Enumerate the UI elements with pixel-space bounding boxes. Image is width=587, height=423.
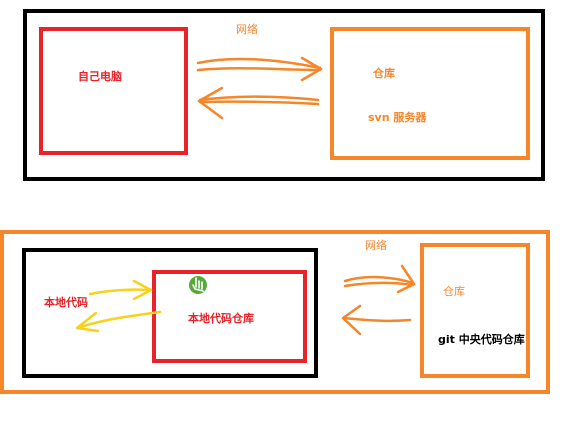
bottom-arrow-to-local-repo-remote <box>341 304 412 336</box>
bottom-arrow-to-local-code <box>75 310 162 333</box>
local-repo-label: 本地代码仓库 <box>188 312 254 325</box>
top-arrow-to-server <box>196 56 323 82</box>
svn-server-label: svn 服务器 <box>368 111 427 124</box>
top-network-label: 网络 <box>236 23 258 36</box>
repo-label: 仓库 <box>373 67 395 80</box>
remote-repo-label: 仓库 <box>443 285 465 298</box>
svn-server-box <box>330 27 530 160</box>
central-repo-label: git 中央代码仓库 <box>438 333 525 346</box>
local-repo-box <box>152 270 307 363</box>
git-diagram-frame <box>0 230 550 394</box>
top-arrow-to-computer <box>197 86 320 120</box>
local-code-label: 本地代码 <box>44 296 88 309</box>
local-computer-box <box>39 27 188 155</box>
hand-cursor-icon <box>189 276 207 294</box>
local-computer-label: 自己电脑 <box>78 70 122 83</box>
bottom-arrow-to-local-repo <box>88 279 153 301</box>
bottom-network-label: 网络 <box>365 239 387 252</box>
svn-diagram-frame <box>23 9 545 181</box>
bottom-arrow-to-central-repo <box>343 264 416 294</box>
local-machine-box <box>22 248 318 378</box>
central-repo-box <box>420 243 530 378</box>
